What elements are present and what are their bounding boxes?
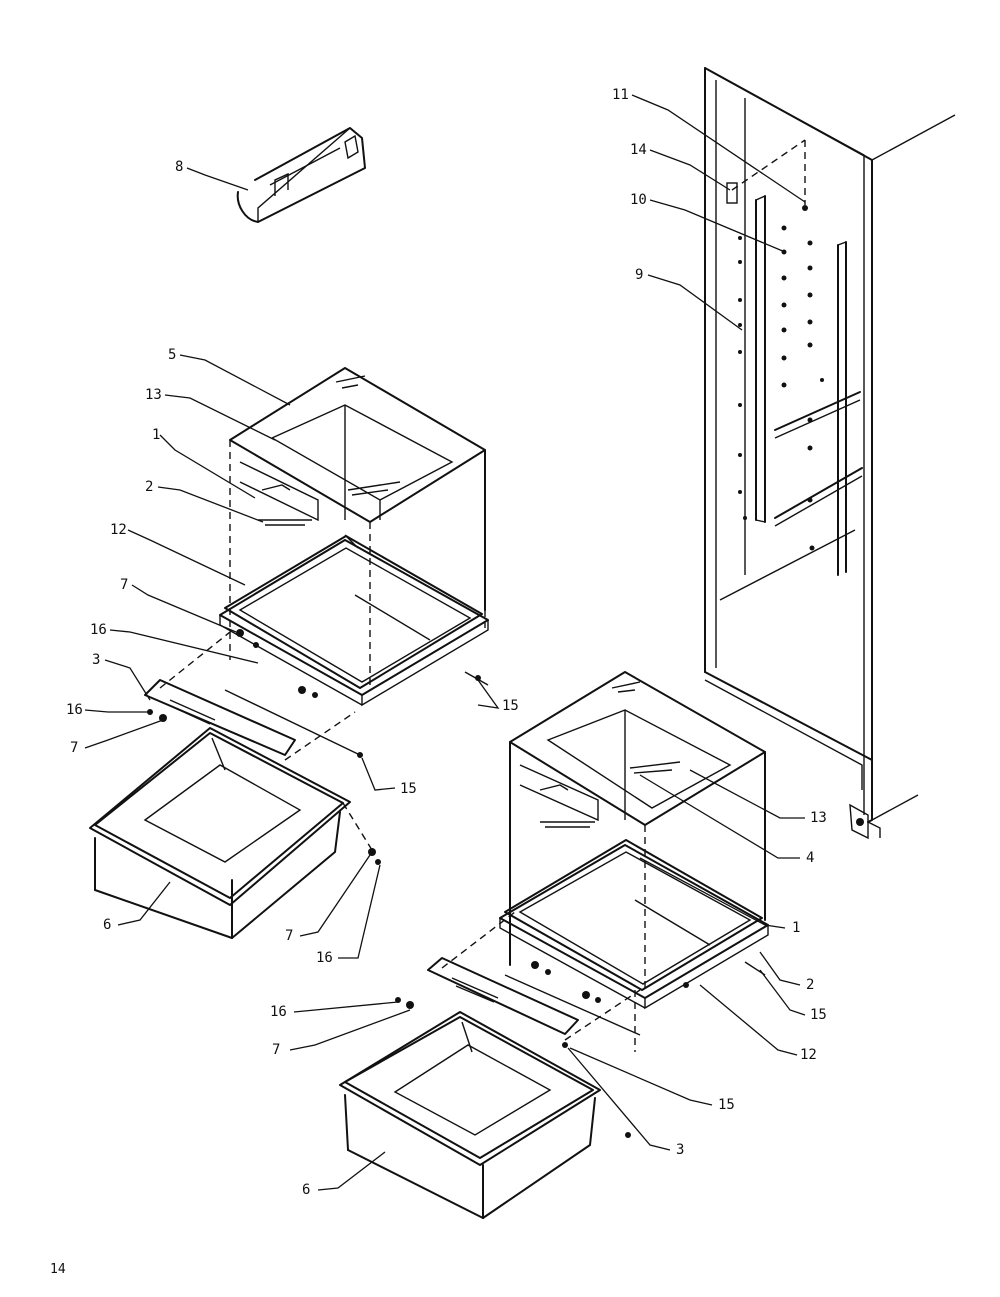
crisper-cover-upper <box>229 367 486 611</box>
bracket-clip <box>726 182 738 204</box>
callout-3-lower: 3 <box>676 1142 685 1158</box>
callout-1-lower: 1 <box>792 920 801 936</box>
callout-6-lower: 6 <box>302 1182 311 1198</box>
shelf-brackets <box>731 139 863 527</box>
crisper-pan-lower <box>339 1011 601 1219</box>
cover-frame-lower <box>519 764 646 1052</box>
hardware-pan-upper <box>368 848 381 865</box>
callout-8: 8 <box>175 159 184 175</box>
callout-16-d: 16 <box>270 1004 287 1020</box>
callout-11: 11 <box>612 87 629 103</box>
dairy-door-part <box>236 127 366 223</box>
callout-12-lower: 12 <box>800 1047 817 1063</box>
callout-7-d: 7 <box>272 1042 281 1058</box>
callout-3-upper: 3 <box>92 652 101 668</box>
hardware-lower <box>395 961 766 1138</box>
callout-1-upper: 1 <box>152 427 161 443</box>
callout-9: 9 <box>635 267 644 283</box>
callout-7-a: 7 <box>120 577 129 593</box>
shelf-ladder-left <box>755 195 766 523</box>
callout-5: 5 <box>168 347 177 363</box>
page-number: 14 <box>50 1262 66 1277</box>
callout-15-d: 15 <box>718 1097 735 1113</box>
cabinet-liner <box>704 67 956 840</box>
crisper-shelf-frame-upper <box>219 534 489 707</box>
callout-2-upper: 2 <box>145 479 154 495</box>
callout-13-lower: 13 <box>810 810 827 826</box>
crisper-pan-upper <box>89 727 373 939</box>
callout-12-upper: 12 <box>110 522 127 538</box>
callout-15-a: 15 <box>502 698 519 714</box>
callout-10: 10 <box>630 192 647 208</box>
crisper-cover-lower <box>509 671 766 966</box>
callout-7-b: 7 <box>70 740 79 756</box>
callout-16-b: 16 <box>66 702 83 718</box>
callout-4: 4 <box>806 850 815 866</box>
crisper-front-rail-upper <box>144 627 361 761</box>
callout-15-b: 15 <box>400 781 417 797</box>
callout-15-c: 15 <box>810 1007 827 1023</box>
callout-7-c: 7 <box>285 928 294 944</box>
callout-2-lower: 2 <box>806 977 815 993</box>
crisper-shelf-frame-lower <box>499 839 769 1010</box>
crisper-front-rail-lower <box>427 911 641 1041</box>
callout-16-c: 16 <box>316 950 333 966</box>
hardware-upper <box>147 629 489 758</box>
callout-6-upper: 6 <box>103 917 112 933</box>
liner-screw-holes <box>738 205 824 551</box>
callout-16-a: 16 <box>90 622 107 638</box>
leader-lines <box>84 94 806 1191</box>
callout-13-upper: 13 <box>145 387 162 403</box>
callout-14: 14 <box>630 142 647 158</box>
